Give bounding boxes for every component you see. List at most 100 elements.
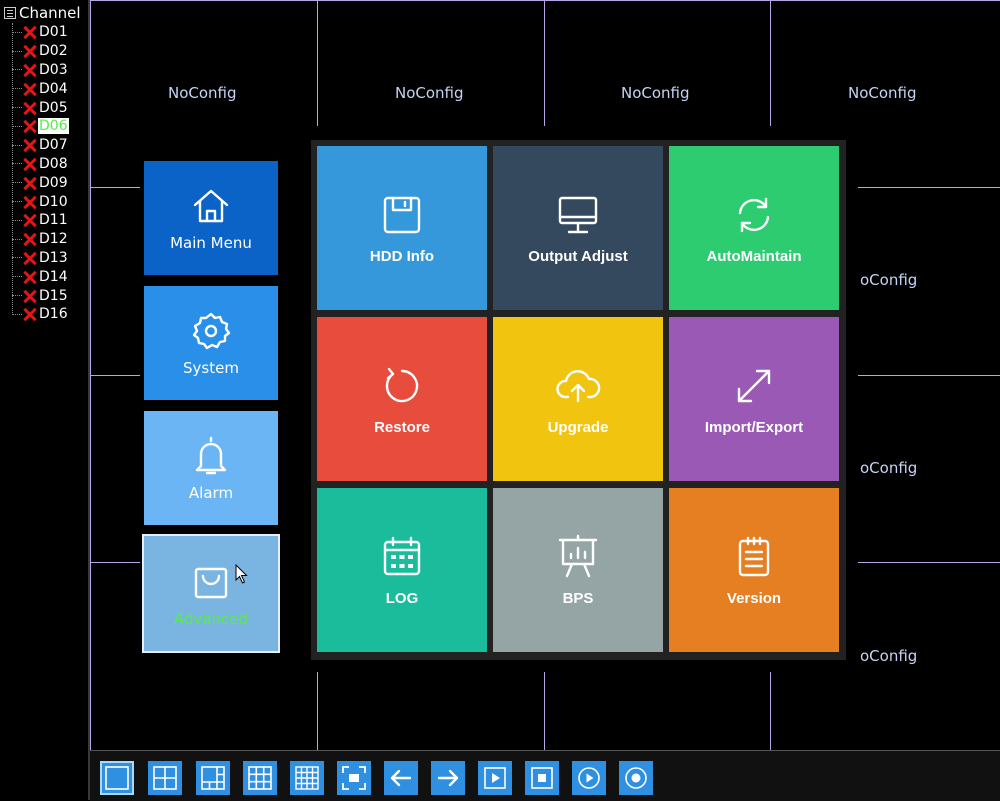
automaintain-tile[interactable]: AutoMaintain (669, 146, 839, 310)
restore-tile[interactable]: Restore (317, 317, 487, 481)
grid-divider (770, 672, 771, 750)
calendar-icon (379, 534, 425, 580)
fullscreen-button[interactable] (337, 761, 371, 795)
no-signal-x-icon (23, 195, 37, 209)
tree-branch (12, 219, 22, 221)
channel-item-d11[interactable]: D11 (0, 211, 90, 230)
log-label: LOG (385, 589, 419, 607)
advanced-label: Advanced (173, 609, 249, 628)
fullscreen-icon (341, 765, 367, 791)
arrow-right-button[interactable] (431, 761, 465, 795)
channel-item-d08[interactable]: D08 (0, 155, 90, 174)
channel-item-d12[interactable]: D12 (0, 230, 90, 249)
version-label: Version (726, 589, 782, 607)
grid-divider (544, 672, 545, 750)
presentation-chart-icon (555, 534, 601, 580)
arrow-left-icon (388, 765, 414, 791)
tree-branch (12, 163, 22, 165)
arrow-right-icon (435, 765, 461, 791)
cell-status-label: oConfig (860, 271, 918, 289)
channel-item-d10[interactable]: D10 (0, 192, 90, 211)
alarm-button[interactable]: Alarm (144, 411, 278, 525)
record-icon (529, 765, 555, 791)
no-signal-x-icon (23, 82, 37, 96)
mouse-cursor-icon (235, 564, 248, 584)
bps-tile[interactable]: BPS (493, 488, 663, 652)
bps-label: BPS (562, 589, 594, 607)
tree-branch (12, 295, 22, 297)
channel-label: D16 (39, 306, 68, 323)
channel-tree-header[interactable]: Channel (4, 4, 81, 22)
channel-label: D14 (39, 268, 68, 285)
channel-item-d06[interactable]: D06 (0, 117, 90, 136)
channel-label: D13 (39, 249, 68, 266)
channel-item-d01[interactable]: D01 (0, 23, 90, 42)
playback-button[interactable] (478, 761, 512, 795)
record-button[interactable] (525, 761, 559, 795)
gear-icon (189, 309, 233, 353)
system-button[interactable]: System (144, 286, 278, 400)
bottom-toolbar (90, 750, 1000, 801)
cell-status-label: NoConfig (621, 84, 690, 102)
no-signal-x-icon (23, 176, 37, 190)
channel-item-d03[interactable]: D03 (0, 61, 90, 80)
single-view-button[interactable] (100, 761, 134, 795)
system-label: System (183, 359, 239, 377)
no-signal-x-icon (23, 157, 37, 171)
sixteen-view-icon (294, 765, 320, 791)
channel-tree-title: Channel (19, 4, 81, 22)
tree-list-icon (4, 7, 16, 19)
no-signal-x-icon (23, 63, 37, 77)
six-view-button[interactable] (196, 761, 230, 795)
tree-branch (12, 50, 22, 52)
play-circle-button[interactable] (572, 761, 606, 795)
channel-item-d15[interactable]: D15 (0, 286, 90, 305)
main-menu-button[interactable]: Main Menu (144, 161, 278, 275)
six-view-icon (200, 765, 226, 791)
channel-item-d16[interactable]: D16 (0, 305, 90, 324)
tree-branch (12, 257, 22, 259)
output-adjust-label: Output Adjust (528, 247, 628, 265)
refresh-icon (731, 192, 777, 238)
tree-branch (12, 182, 22, 184)
channel-item-d02[interactable]: D02 (0, 42, 90, 61)
channel-item-d14[interactable]: D14 (0, 267, 90, 286)
channel-item-d09[interactable]: D09 (0, 173, 90, 192)
record-circle-button[interactable] (619, 761, 653, 795)
tree-connector (12, 23, 13, 315)
channel-item-d05[interactable]: D05 (0, 98, 90, 117)
no-signal-x-icon (23, 270, 37, 284)
channel-label: D09 (39, 174, 68, 191)
channel-item-d07[interactable]: D07 (0, 136, 90, 155)
channel-label: D06 (38, 118, 69, 135)
automaintain-label: AutoMaintain (706, 247, 802, 265)
tree-branch (12, 276, 22, 278)
bell-icon (189, 434, 233, 478)
nine-view-button[interactable] (243, 761, 277, 795)
output-adjust-tile[interactable]: Output Adjust (493, 146, 663, 310)
import-export-tile[interactable]: Import/Export (669, 317, 839, 481)
channel-label: D03 (39, 61, 68, 78)
channel-item-d04[interactable]: D04 (0, 79, 90, 98)
no-signal-x-icon (23, 307, 37, 321)
no-signal-x-icon (23, 44, 37, 58)
single-view-icon (104, 765, 130, 791)
quad-view-button[interactable] (148, 761, 182, 795)
cell-status-label: NoConfig (395, 84, 464, 102)
tree-branch (12, 125, 22, 127)
bag-icon (189, 560, 233, 604)
tree-branch (12, 31, 22, 33)
log-tile[interactable]: LOG (317, 488, 487, 652)
import-export-label: Import/Export (704, 418, 804, 436)
version-tile[interactable]: Version (669, 488, 839, 652)
sixteen-view-button[interactable] (290, 761, 324, 795)
upgrade-tile[interactable]: Upgrade (493, 317, 663, 481)
advanced-button[interactable]: Advanced (142, 534, 280, 653)
no-signal-x-icon (23, 138, 37, 152)
arrow-left-button[interactable] (384, 761, 418, 795)
channel-item-d13[interactable]: D13 (0, 249, 90, 268)
hdd-info-tile[interactable]: HDD Info (317, 146, 487, 310)
channel-label: D15 (39, 287, 68, 304)
